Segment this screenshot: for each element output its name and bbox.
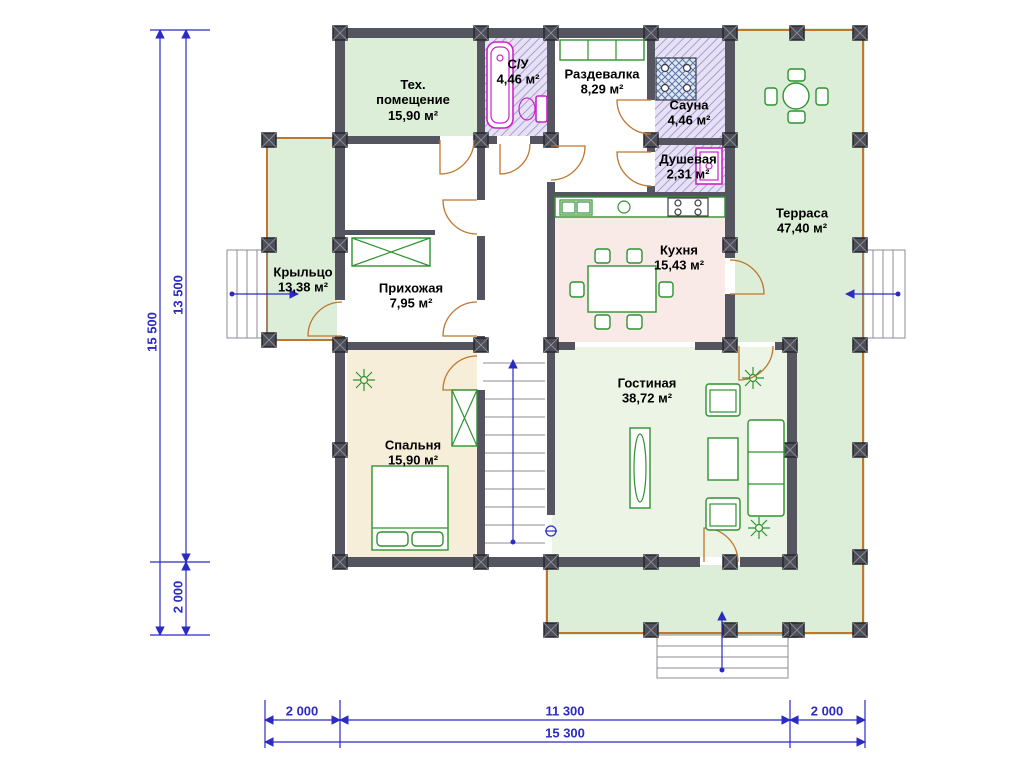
coffee-table <box>707 437 739 481</box>
terrace-table <box>782 82 810 110</box>
sauna-heater <box>655 57 697 101</box>
kitchen-sink <box>559 199 593 216</box>
living-room-furniture <box>629 383 785 531</box>
exterior-steps <box>226 249 906 679</box>
armchair <box>705 497 741 531</box>
bedroom-furniture <box>371 389 478 551</box>
room-fills <box>267 28 865 635</box>
terrace-living-door <box>738 345 774 381</box>
tech-room-door <box>439 139 475 175</box>
dining-table <box>587 265 657 313</box>
bathroom-door <box>499 143 531 175</box>
wardrobe <box>451 389 478 447</box>
toilet <box>518 95 548 123</box>
shower-door <box>616 151 652 187</box>
hallway-upper-door <box>442 199 478 235</box>
chair <box>787 110 806 124</box>
porch-floor <box>267 138 337 340</box>
bedroom-door <box>442 355 478 391</box>
hallway-closet <box>351 237 431 267</box>
chair <box>594 314 611 330</box>
bathtub <box>486 41 514 129</box>
hallway-lower-door <box>442 301 478 337</box>
kitchen-stove <box>667 197 709 217</box>
bed <box>371 465 449 551</box>
chair <box>764 87 778 106</box>
tv-stand <box>629 427 651 509</box>
dimension-lines <box>150 29 866 748</box>
dressing-room-door <box>550 145 586 181</box>
sauna-door <box>616 99 652 135</box>
tech-room-floor <box>345 38 477 136</box>
chair <box>658 281 674 298</box>
terrace-furniture <box>764 68 829 124</box>
sofa <box>747 419 785 517</box>
terrace-floor <box>545 28 865 635</box>
chair <box>626 248 643 264</box>
kitchen-terrace-door <box>729 259 765 295</box>
kitchen-dining-set <box>569 248 674 330</box>
bathroom-fixtures <box>486 41 723 185</box>
chair <box>569 281 585 298</box>
dressing-room-locker <box>559 39 645 61</box>
porch-door <box>307 301 343 337</box>
interior-stairs <box>483 359 557 545</box>
armchair <box>705 383 741 417</box>
chair <box>787 68 806 82</box>
chair <box>815 87 829 106</box>
chair <box>626 314 643 330</box>
chair <box>594 248 611 264</box>
kitchen-hob-symbol <box>617 200 631 214</box>
shower-tray <box>695 147 723 185</box>
kitchen-fixtures <box>554 196 726 218</box>
entry-arrows <box>229 289 901 673</box>
section-mark <box>545 525 557 537</box>
